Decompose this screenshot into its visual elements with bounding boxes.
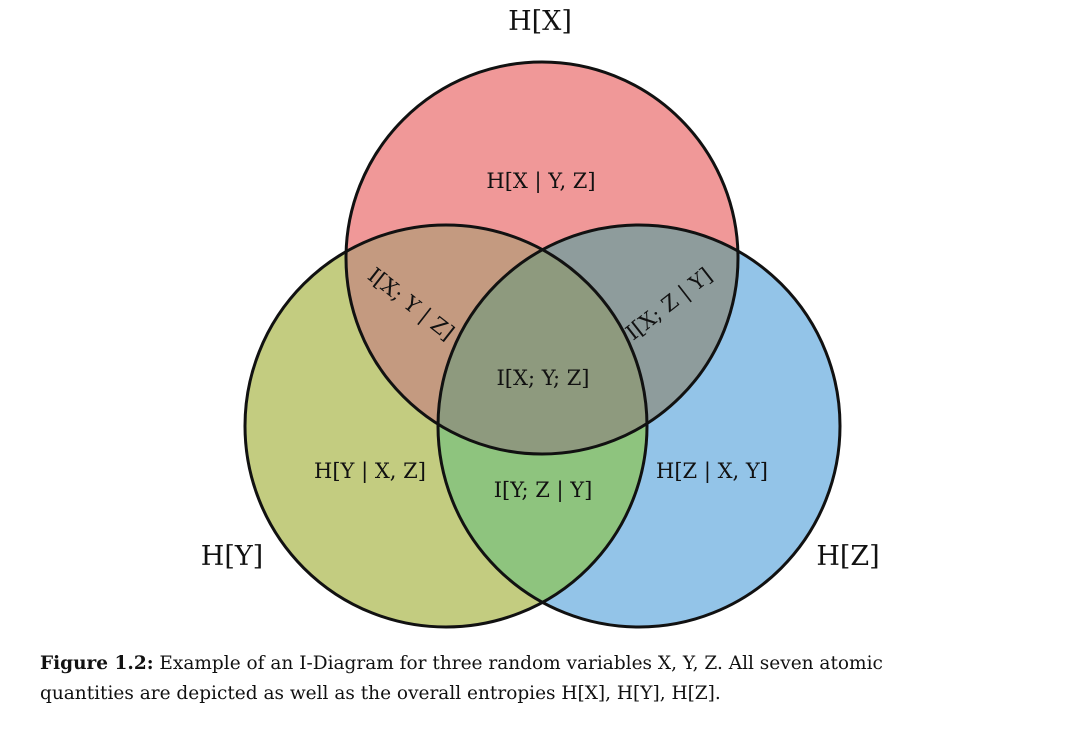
set-y-outline — [243, 223, 649, 629]
region-label-yz-given-y: I[Y; Z | Y] — [494, 478, 593, 503]
caption-text-line-1: Example of an I-Diagram for three random… — [159, 653, 883, 674]
region-label-z-only: H[Z | X, Y] — [656, 459, 768, 484]
region-label-x-only: H[X | Y, Z] — [486, 169, 595, 194]
region-xyz-fill — [438, 225, 647, 454]
region-label-y-only: H[Y | X, Z] — [314, 459, 426, 484]
set-label-z: H[Z] — [816, 541, 879, 572]
figure-caption: Figure 1.2: Example of an I-Diagram for … — [40, 649, 1050, 709]
region-label-xyz: I[X; Y; Z] — [497, 366, 590, 390]
caption-label: Figure 1.2: — [40, 653, 154, 674]
set-label-x: H[X] — [508, 6, 572, 37]
caption-line-1: Figure 1.2: Example of an I-Diagram for … — [40, 649, 1050, 679]
circle-outlines — [243, 60, 842, 629]
set-x-outline — [344, 60, 740, 456]
i-diagram: H[X] H[Y] H[Z] H[X | Y, Z] H[Y | X, Z] H… — [201, 6, 880, 629]
set-label-y: H[Y] — [201, 541, 263, 572]
set-z-outline — [436, 223, 842, 629]
caption-line-2: quantities are depicted as well as the o… — [40, 683, 721, 704]
